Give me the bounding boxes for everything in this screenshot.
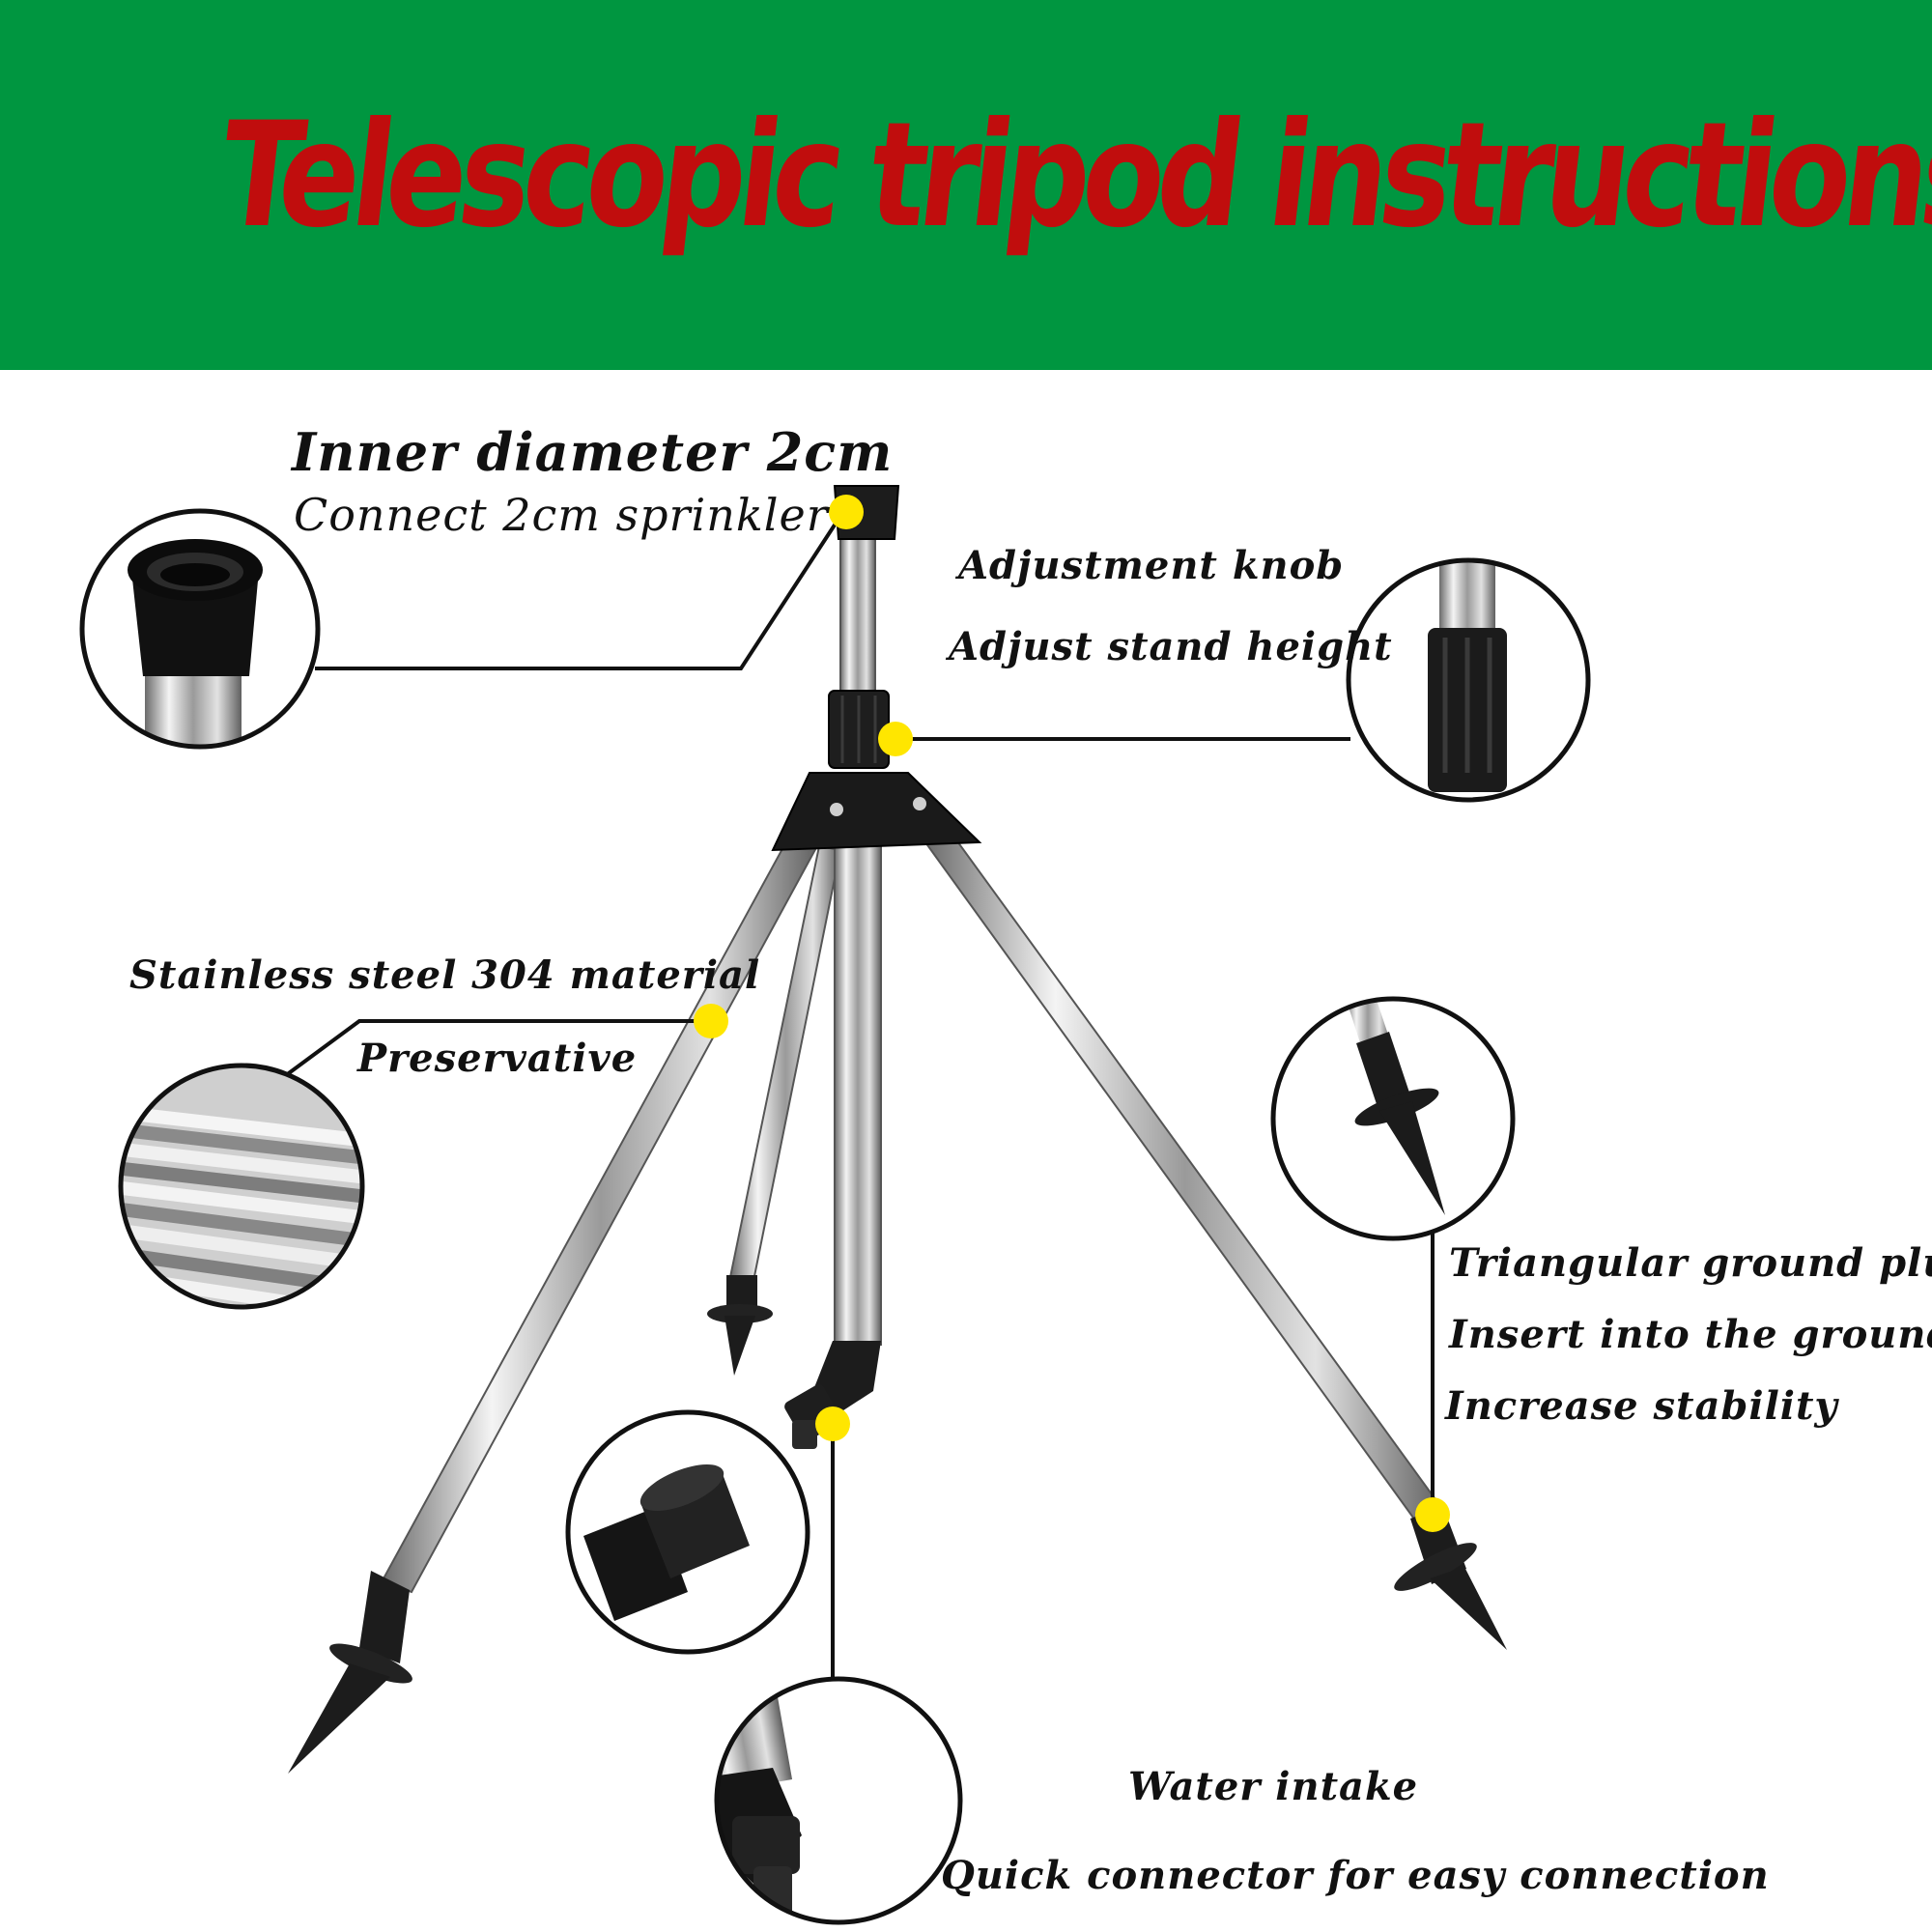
callout-adjust-height: Adjust stand height <box>949 624 1393 669</box>
detail-adjustment-knob <box>1346 557 1591 803</box>
right-ground-plug <box>1394 1507 1507 1650</box>
callout-insert-ground: Insert into the ground <box>1449 1312 1932 1357</box>
marker-steel <box>694 1004 728 1038</box>
detail-top-connector <box>79 508 321 750</box>
detail-ground-plug <box>1270 996 1516 1241</box>
callout-triangular-plug: Triangular ground plug <box>1449 1240 1932 1286</box>
marker-plug <box>1415 1497 1450 1532</box>
back-ground-plug <box>707 1275 773 1376</box>
callout-connect-sprinkler: Connect 2cm sprinkler <box>294 489 829 541</box>
header-banner <box>0 0 1932 370</box>
marker-intake <box>815 1406 850 1441</box>
callout-adjustment-knob: Adjustment knob <box>958 543 1345 588</box>
callout-water-intake: Water intake <box>1128 1764 1419 1809</box>
back-leg <box>728 844 842 1283</box>
detail-quick-connector <box>565 1409 810 1655</box>
callout-stainless-steel: Stainless steel 304 material <box>129 952 761 998</box>
callout-increase-stability: Increase stability <box>1445 1383 1838 1429</box>
detail-stainless-steel <box>118 1063 365 1310</box>
callout-preservative: Preservative <box>357 1036 638 1081</box>
leader-lines <box>272 505 1435 1681</box>
marker-top-connector <box>829 495 864 529</box>
center-pipe <box>834 841 882 1346</box>
detail-water-intake <box>714 1676 963 1925</box>
leg-hub <box>771 772 982 852</box>
top-pipe <box>839 519 876 695</box>
marker-knob <box>878 722 913 756</box>
leader-top-connector <box>315 505 848 670</box>
callout-inner-diameter: Inner diameter 2cm <box>292 421 894 483</box>
callout-quick-connector: Quick connector for easy connection <box>941 1853 1770 1898</box>
callout-markers <box>694 495 1450 1532</box>
left-ground-plug <box>288 1571 412 1774</box>
leader-steel <box>272 1019 711 1086</box>
